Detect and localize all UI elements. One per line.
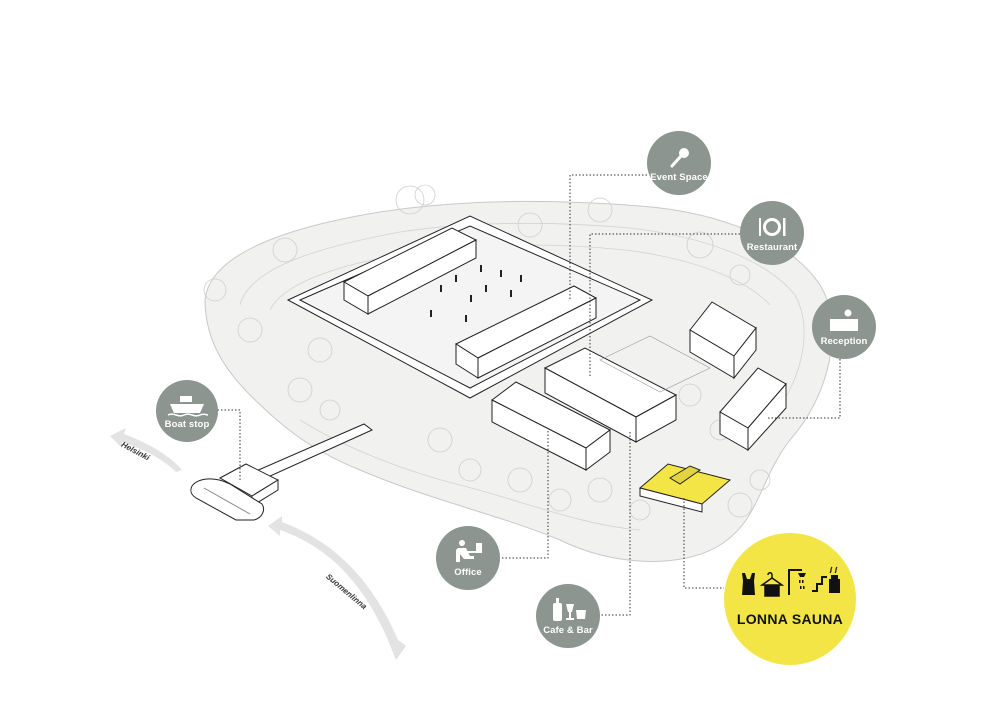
office-label: Office — [454, 567, 482, 578]
reception-label: Reception — [820, 336, 868, 347]
boat-stop-badge: Boat stop — [156, 380, 218, 442]
shower-icon — [788, 569, 806, 595]
person-at-desk-icon — [456, 540, 482, 562]
leader-lines — [200, 174, 841, 616]
event-space-building — [543, 347, 678, 443]
trees — [203, 184, 771, 521]
microphone-icon — [670, 148, 689, 168]
steps-icon — [812, 576, 827, 592]
pier — [218, 423, 373, 507]
hanger-icon — [759, 572, 785, 597]
office-building — [491, 381, 611, 471]
bottle-glass-cup-icon — [553, 598, 586, 621]
office-badge: Office — [436, 526, 500, 590]
cafe-bar-label: Cafe & Bar — [543, 625, 593, 636]
restaurant-building — [689, 301, 757, 380]
steaming-stones-icon — [829, 566, 840, 593]
barn-south — [454, 285, 598, 379]
sauna-amenity-icons — [742, 566, 840, 597]
plaza-grid — [599, 335, 711, 393]
event-space-label: Event Space — [650, 172, 708, 183]
sauna-title: LONNA SAUNA — [736, 611, 844, 627]
restaurant-badge: Restaurant — [740, 201, 804, 265]
barn-north — [342, 227, 478, 315]
restaurant-label: Restaurant — [746, 242, 798, 253]
boat — [190, 478, 265, 521]
boat-stop-label: Boat stop — [164, 419, 210, 430]
boat-icon — [167, 396, 209, 417]
event-space-badge: Event Space — [647, 131, 711, 195]
cafe-bar-badge: Cafe & Bar — [536, 584, 600, 648]
fork-plate-knife-icon — [759, 218, 786, 236]
courtyard-people — [430, 265, 522, 322]
reception-badge: Reception — [812, 295, 876, 359]
sauna-building — [638, 463, 732, 513]
reception-building — [719, 367, 787, 452]
swimsuit-icon — [742, 573, 755, 595]
lonna-sauna-badge: LONNA SAUNA — [724, 533, 856, 665]
reception-desk-icon — [830, 309, 858, 331]
route-arrows — [110, 428, 406, 660]
